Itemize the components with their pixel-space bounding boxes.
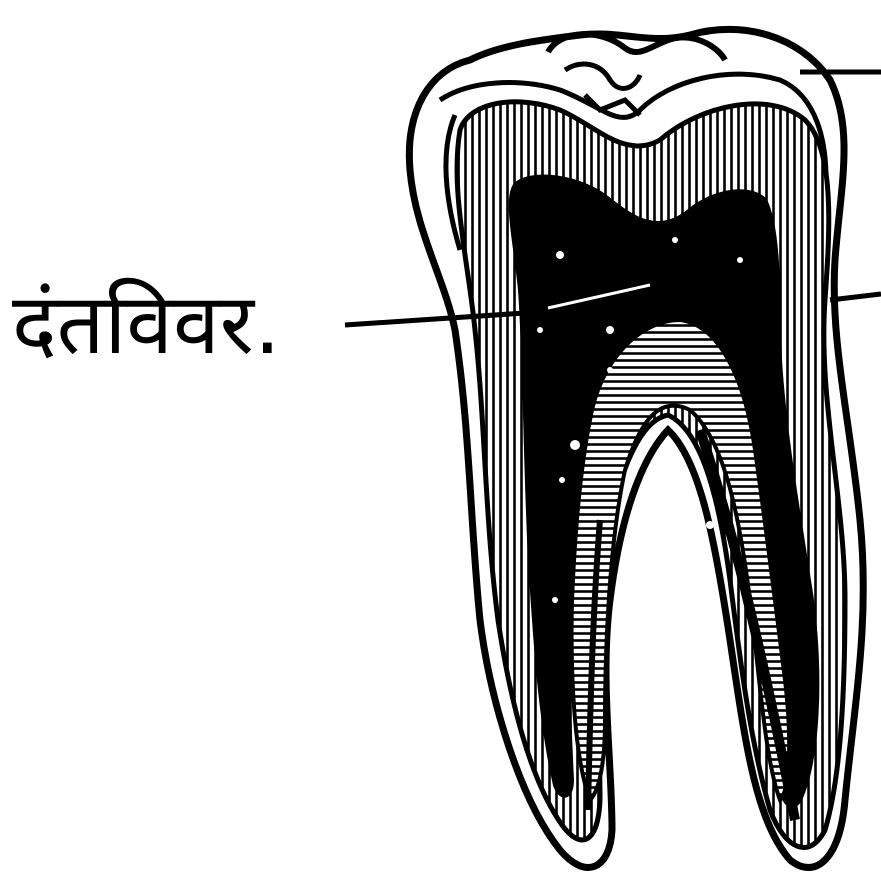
pulp-cavity-label: दंतविवर. (12, 282, 281, 366)
